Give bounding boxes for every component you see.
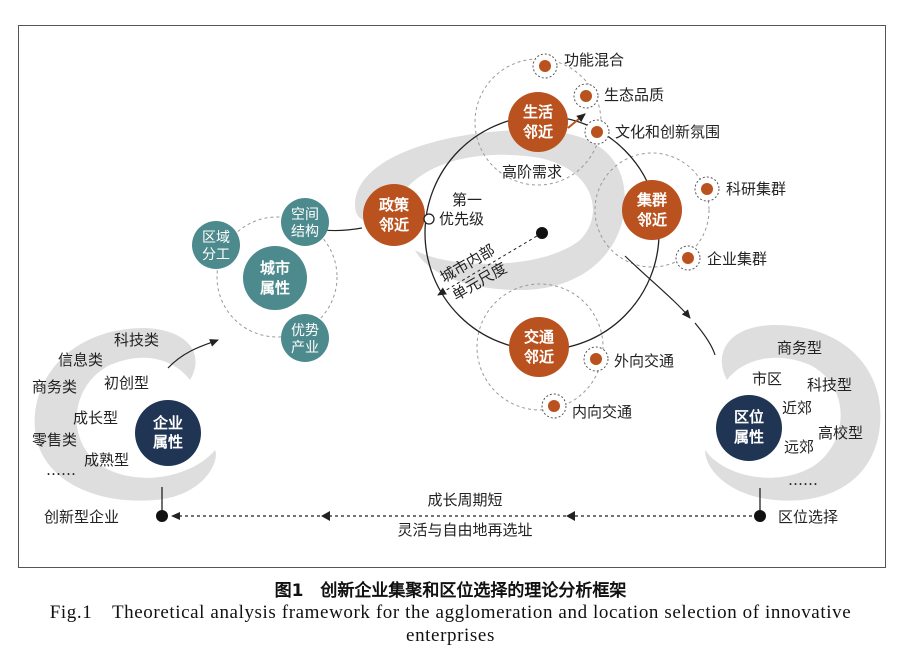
location-label-1: 区位 bbox=[734, 408, 764, 426]
arrow-to-culture bbox=[567, 113, 586, 129]
arc-enterprise-to-city bbox=[167, 339, 219, 369]
caption-english: Fig.1 Theoretical analysis framework for… bbox=[49, 602, 852, 646]
advantage-industry-node bbox=[281, 314, 329, 362]
first-priority-label-2: 优先级 bbox=[439, 210, 484, 228]
inward-traffic-label: 内向交通 bbox=[572, 403, 632, 421]
location-node bbox=[716, 395, 782, 461]
location-label-2: 属性 bbox=[734, 428, 764, 446]
arc-cluster-to-location bbox=[624, 255, 691, 319]
loc-far-suburb-label: 远郊 bbox=[784, 438, 814, 456]
startup-label: 初创型 bbox=[104, 374, 149, 392]
function-mix-dot bbox=[532, 53, 558, 79]
policy-label-1: 政策 bbox=[379, 196, 410, 214]
high-demand-label: 高阶需求 bbox=[502, 163, 562, 181]
spatial-structure-label-2: 结构 bbox=[291, 224, 319, 240]
inward-traffic-dot bbox=[541, 393, 567, 419]
spatial-structure-label-1: 空间 bbox=[291, 207, 319, 223]
loc-downtown-label: 市区 bbox=[752, 370, 782, 388]
priority-open-dot bbox=[423, 213, 435, 225]
outward-traffic-dot bbox=[583, 346, 609, 372]
location-flow-dot bbox=[754, 510, 766, 522]
advantage-industry-label-1: 优势 bbox=[291, 323, 319, 339]
traffic-label-2: 邻近 bbox=[523, 348, 554, 366]
enterprise-node bbox=[135, 400, 201, 466]
cluster-dashed-ring bbox=[594, 152, 710, 268]
enterprise-ellipsis: …… bbox=[46, 461, 76, 479]
research-cluster-dot bbox=[694, 176, 720, 202]
spatial-structure-node bbox=[281, 198, 329, 246]
traffic-node bbox=[509, 317, 569, 377]
relocate-label: 灵活与自由地再选址 bbox=[397, 521, 532, 539]
region-division-node bbox=[192, 221, 240, 269]
enterprise-label-2: 属性 bbox=[153, 433, 183, 451]
life-label-2: 邻近 bbox=[522, 123, 553, 141]
growth-label: 成长型 bbox=[73, 409, 118, 427]
city-dashed-ring bbox=[216, 216, 338, 338]
retail-type-label: 零售类 bbox=[32, 431, 77, 449]
city-label-2: 属性 bbox=[260, 279, 290, 297]
framework-diagram: 企业 属性 区位 属性 城市 属性 区域 分工 空间 结构 优势 产业 政策 邻… bbox=[32, 51, 881, 539]
life-node bbox=[508, 92, 568, 152]
eco-quality-label: 生态品质 bbox=[604, 86, 664, 104]
enterprise-label-1: 企业 bbox=[152, 414, 183, 432]
cluster-node bbox=[622, 180, 682, 240]
policy-label-2: 邻近 bbox=[378, 216, 409, 234]
enterprise-grey-ring bbox=[34, 328, 216, 501]
culture-label: 文化和创新氛围 bbox=[615, 123, 720, 141]
eco-quality-dot bbox=[573, 83, 599, 109]
loc-university-label: 高校型 bbox=[818, 424, 863, 442]
enterprise-cluster-label: 企业集群 bbox=[707, 250, 767, 268]
traffic-label-1: 交通 bbox=[524, 328, 554, 346]
loc-tech-label: 科技型 bbox=[807, 376, 852, 394]
mature-label: 成熟型 bbox=[84, 451, 129, 469]
region-division-label-2: 分工 bbox=[202, 247, 230, 263]
cluster-label-2: 邻近 bbox=[636, 211, 667, 229]
life-label-1: 生活 bbox=[523, 103, 553, 121]
dashed-scale-arrow bbox=[437, 232, 543, 296]
enterprise-flow-dot bbox=[156, 510, 168, 522]
traffic-dashed-ring bbox=[476, 283, 604, 411]
cluster-label-1: 集群 bbox=[636, 191, 667, 209]
caption-chinese: 图1 创新企业集聚和区位选择的理论分析框架 bbox=[274, 581, 627, 601]
policy-node bbox=[363, 184, 425, 246]
flow-arrowhead-mid-left bbox=[321, 511, 330, 521]
city-label-1: 城市 bbox=[260, 259, 290, 277]
business-type-label: 商务类 bbox=[32, 378, 77, 396]
innovative-enterprise-label: 创新型企业 bbox=[44, 508, 119, 526]
first-priority-label-1: 第一 bbox=[452, 191, 482, 209]
city-node bbox=[243, 246, 307, 310]
research-cluster-label: 科研集群 bbox=[726, 180, 786, 198]
loc-ellipsis: …… bbox=[788, 471, 818, 489]
function-mix-label: 功能混合 bbox=[564, 51, 624, 69]
location-choice-label: 区位选择 bbox=[778, 508, 838, 526]
info-type-label: 信息类 bbox=[58, 351, 103, 369]
loc-business-label: 商务型 bbox=[777, 339, 822, 357]
flow-arrowhead-mid-right bbox=[566, 511, 575, 521]
enterprise-cluster-dot bbox=[675, 245, 701, 271]
location-grey-ring bbox=[705, 325, 881, 501]
loc-near-suburb-label: 近郊 bbox=[782, 399, 812, 417]
region-division-label-1: 区域 bbox=[202, 230, 230, 246]
tech-type-label: 科技类 bbox=[114, 331, 159, 349]
advantage-industry-label-2: 产业 bbox=[291, 340, 319, 356]
center-dot bbox=[536, 227, 548, 239]
short-cycle-label: 成长周期短 bbox=[427, 491, 502, 509]
arc-into-location bbox=[694, 322, 716, 356]
outward-traffic-label: 外向交通 bbox=[614, 352, 674, 370]
central-grey-ring bbox=[355, 130, 625, 290]
culture-dot bbox=[584, 119, 610, 145]
